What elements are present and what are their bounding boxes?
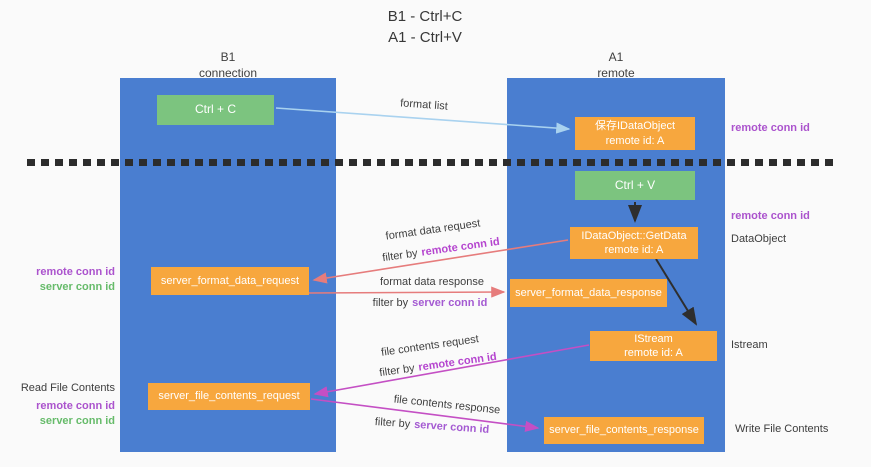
getdata-line2: remote id: A xyxy=(604,244,664,256)
lane-a1-role: remote xyxy=(597,65,635,80)
format-list-label: format list xyxy=(399,97,449,113)
annotation-left-conn-ids-format: remote conn id server conn id xyxy=(20,265,115,294)
node-server-file-contents-response: server_file_contents_response xyxy=(544,417,704,444)
filter-key-server-conn-id: server conn id xyxy=(413,418,490,436)
format-data-response-arrow xyxy=(308,286,506,298)
istream-line2: remote id: A xyxy=(624,347,683,359)
title-line-2: A1 - Ctrl+V xyxy=(388,29,462,46)
filter-prefix: filter by xyxy=(381,247,419,265)
ctrl-v-label: Ctrl + V xyxy=(614,177,656,192)
diagram-title: B1 - Ctrl+C A1 - Ctrl+V xyxy=(330,6,520,48)
file-response-label: server_file_contents_response xyxy=(549,424,699,437)
node-server-file-contents-request: server_file_contents_request xyxy=(148,383,310,410)
filter-prefix: filter by xyxy=(372,297,409,309)
filter-key-remote-conn-id: remote conn id xyxy=(417,350,498,374)
filter-key-server-conn-id: server conn id xyxy=(412,297,488,309)
filter-key-remote-conn-id: remote conn id xyxy=(420,235,501,259)
annotation-read-file-contents: Read File Contents xyxy=(20,382,115,394)
annotation-server-conn-id-format: server conn id xyxy=(39,280,115,293)
annotation-remote-conn-id-top: remote conn id xyxy=(731,122,810,134)
format-response-label: server_format_data_response xyxy=(515,286,662,299)
lane-b1-name: B1 xyxy=(220,50,236,64)
filter-prefix: filter by xyxy=(378,362,416,380)
format-data-response-label: format data response xyxy=(380,276,484,288)
annotation-left-conn-ids-file: remote conn id server conn id xyxy=(20,399,115,428)
lane-a1-name: A1 xyxy=(608,50,624,64)
dashed-separator xyxy=(27,159,833,166)
annotation-dataobject: DataObject xyxy=(731,233,787,245)
istream-line1: IStream xyxy=(634,332,673,345)
annotation-server-conn-id-file: server conn id xyxy=(39,414,115,427)
annotation-remote-conn-id-mid: remote conn id xyxy=(731,210,810,222)
save-dataobject-line1: 保存IDataObject xyxy=(594,120,676,133)
annotation-istream: Istream xyxy=(731,339,768,351)
node-save-dataobject: 保存IDataObject remote id: A xyxy=(575,117,695,150)
node-ctrl-v: Ctrl + V xyxy=(575,171,695,200)
node-ctrl-c: Ctrl + C xyxy=(157,95,274,125)
format-request-label: server_format_data_request xyxy=(160,274,300,287)
ctrl-c-label: Ctrl + C xyxy=(194,102,236,117)
lane-header-b1: B1 connection xyxy=(120,50,336,81)
node-server-format-data-response: server_format_data_response xyxy=(510,279,667,307)
node-idataobject-getdata: IDataObject::GetData remote id: A xyxy=(570,227,698,259)
save-dataobject-line2: remote id: A xyxy=(605,134,665,147)
annotation-remote-conn-id-file: remote conn id xyxy=(36,400,115,412)
node-server-format-data-request: server_format_data_request xyxy=(151,267,309,295)
node-istream: IStream remote id: A xyxy=(590,331,717,361)
lane-b1-role: connection xyxy=(198,65,258,80)
lane-header-a1: A1 remote xyxy=(507,50,725,81)
annotation-write-file-contents: Write File Contents xyxy=(735,423,829,435)
title-line-1: B1 - Ctrl+C xyxy=(387,8,463,25)
file-request-label: server_file_contents_request xyxy=(158,390,300,403)
annotation-remote-conn-id-format: remote conn id xyxy=(36,266,115,278)
filter-prefix: filter by xyxy=(374,416,411,431)
getdata-line1: IDataObject::GetData xyxy=(581,229,687,242)
